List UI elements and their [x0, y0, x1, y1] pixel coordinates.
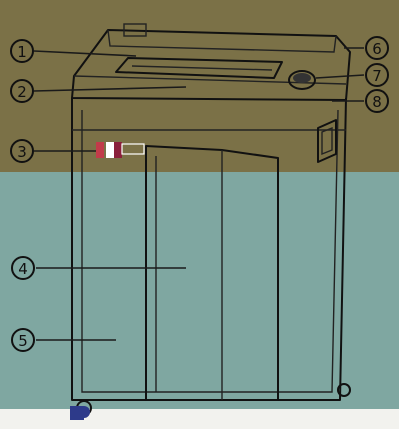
- callout-5: 5: [12, 329, 34, 351]
- callout-5-label: 5: [18, 332, 28, 350]
- callout-7: 7: [366, 64, 388, 86]
- callout-4: 4: [12, 257, 34, 279]
- callout-6: 6: [366, 37, 388, 59]
- callout-8-label: 8: [372, 93, 382, 111]
- callout-4-label: 4: [18, 260, 28, 278]
- callout-2-label: 2: [17, 83, 27, 101]
- callout-1: 1: [11, 40, 33, 62]
- callout-leaders: [34, 48, 364, 340]
- callout-8: 8: [366, 90, 388, 112]
- power-knob: [289, 71, 315, 89]
- callout-6-label: 6: [372, 40, 382, 58]
- control-label-panel: [96, 142, 144, 158]
- paper-feed-slot: [116, 58, 282, 78]
- side-handle: [318, 120, 336, 162]
- castors: [70, 384, 350, 420]
- callout-2: 2: [11, 80, 33, 102]
- callout-1-label: 1: [17, 43, 27, 61]
- callout-7-label: 7: [372, 67, 382, 85]
- front-door: [146, 146, 278, 400]
- callout-3: 3: [11, 140, 33, 162]
- callout-3-label: 3: [17, 143, 27, 161]
